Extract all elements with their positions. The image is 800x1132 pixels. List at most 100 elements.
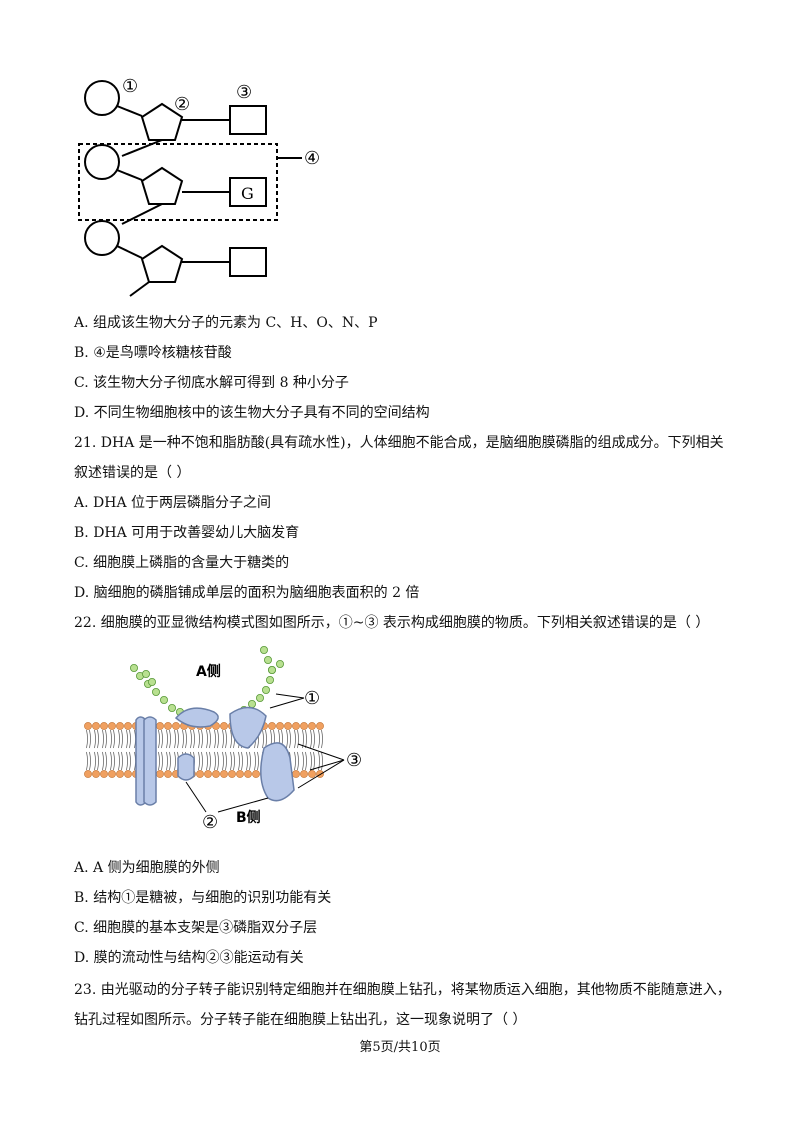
- fatty-acid-tail: [113, 729, 115, 749]
- membrane-label-3: ③: [346, 750, 362, 771]
- fatty-acid-tail: [177, 729, 179, 749]
- fatty-acid-tail: [97, 751, 99, 771]
- fatty-acid-tail: [305, 751, 307, 771]
- fatty-acid-tail: [249, 751, 251, 771]
- phospholipid-head: [276, 722, 284, 730]
- sugar-unit: [168, 704, 177, 713]
- fatty-acid-tail: [305, 729, 307, 749]
- fatty-acid-tail: [222, 729, 224, 749]
- phospholipid-head: [84, 722, 92, 730]
- sugar-unit: [275, 659, 284, 668]
- fatty-acid-tail: [110, 751, 112, 771]
- fatty-acid-tail: [225, 751, 227, 771]
- fatty-acid-tail: [233, 751, 235, 771]
- page-footer: 第5页/共10页: [359, 1040, 441, 1055]
- label-3: ③: [236, 82, 252, 103]
- fatty-acid-tail: [265, 729, 267, 749]
- fatty-acid-tail: [297, 729, 299, 749]
- fatty-acid-tail: [129, 751, 131, 771]
- fatty-acid-tail: [161, 729, 163, 749]
- membrane-proteins: [135, 706, 295, 806]
- fatty-acid-tail: [158, 751, 160, 771]
- fatty-acid-tail: [121, 751, 123, 771]
- fatty-acid-tail: [209, 729, 211, 749]
- sugar-unit: [261, 686, 270, 695]
- fatty-acid-tail: [310, 729, 312, 749]
- fatty-acid-tail: [321, 751, 323, 771]
- q22-option-a: A. A 侧为细胞膜的外侧: [74, 860, 220, 876]
- fatty-acid-tail: [297, 751, 299, 771]
- membrane-label-1: ①: [304, 688, 320, 709]
- phospholipid-head: [284, 722, 292, 730]
- fatty-acid-tail: [169, 751, 171, 771]
- phospholipid-head: [108, 722, 116, 730]
- q21-stem-line2: 叙述错误的是（ ）: [74, 465, 191, 481]
- fatty-acid-tail: [222, 751, 224, 771]
- phospholipid-head: [308, 722, 316, 730]
- phospholipid-head: [100, 722, 108, 730]
- fatty-acid-tail: [174, 751, 176, 771]
- fatty-acid-tail: [262, 729, 264, 749]
- cell-membrane-figure: A侧 B侧 ① ② ③: [84, 646, 362, 833]
- fatty-acid-tail: [113, 751, 115, 771]
- phospholipid-head: [124, 722, 132, 730]
- sugar-unit: [130, 663, 139, 672]
- fatty-acid-tail: [241, 751, 243, 771]
- q21-option-a: A. DHA 位于两层磷脂分子之间: [74, 495, 272, 511]
- phospholipid-head: [292, 770, 300, 778]
- phospholipid-head: [156, 770, 164, 778]
- q21-option-b: B. DHA 可用于改善婴幼儿大脑发育: [74, 525, 300, 541]
- fatty-acid-tail: [230, 729, 232, 749]
- fatty-acid-tail: [97, 729, 99, 749]
- fatty-acid-tail: [201, 751, 203, 771]
- phospholipid-head: [268, 722, 276, 730]
- fatty-acid-tail: [238, 751, 240, 771]
- phospholipid-head: [164, 770, 172, 778]
- fatty-acid-tail: [118, 751, 120, 771]
- phospholipid-head: [172, 722, 180, 730]
- base-g-label: G: [241, 184, 254, 203]
- phospholipid-head: [92, 722, 100, 730]
- q20-option-c: C. 该生物大分子彻底水解可得到 8 种小分子: [74, 375, 349, 391]
- phospholipid-head: [124, 770, 132, 778]
- phospholipid-head: [212, 770, 220, 778]
- fatty-acid-tail: [126, 751, 128, 771]
- phospholipid-head: [220, 770, 228, 778]
- fatty-acid-tail: [313, 751, 315, 771]
- fatty-acid-tail: [289, 729, 291, 749]
- side-a-label: A侧: [196, 663, 221, 680]
- fatty-acid-tail: [102, 729, 104, 749]
- q20-option-a: A. 组成该生物大分子的元素为 C、H、O、N、P: [74, 315, 378, 331]
- fatty-acid-tail: [86, 751, 88, 771]
- sugar-unit: [263, 655, 272, 664]
- phospholipid-head: [244, 770, 252, 778]
- q21-option-d: D. 脑细胞的磷脂铺成单层的面积为脑细胞表面积的 2 倍: [74, 585, 420, 601]
- phospholipid-head: [84, 770, 92, 778]
- fatty-acid-tail: [89, 729, 91, 749]
- side-b-label: B侧: [236, 809, 261, 826]
- fatty-acid-tail: [121, 729, 123, 749]
- fatty-acid-tail: [217, 729, 219, 749]
- fatty-acid-tail: [105, 729, 107, 749]
- phospholipid-head: [252, 770, 260, 778]
- fatty-acid-tail: [193, 729, 195, 749]
- fatty-acid-tail: [294, 729, 296, 749]
- fatty-acid-tail: [198, 729, 200, 749]
- fatty-acid-tail: [185, 729, 187, 749]
- sugar-unit: [265, 676, 274, 685]
- fatty-acid-tail: [294, 751, 296, 771]
- fatty-acid-tail: [313, 729, 315, 749]
- fatty-acid-tail: [302, 729, 304, 749]
- fatty-acid-tail: [86, 729, 88, 749]
- phospholipid-head: [92, 770, 100, 778]
- fatty-acid-tail: [209, 751, 211, 771]
- q22-option-c: C. 细胞膜的基本支架是③磷脂双分子层: [74, 920, 318, 936]
- fatty-acid-tail: [246, 751, 248, 771]
- fatty-acid-tail: [257, 751, 259, 771]
- sugar-unit: [247, 700, 256, 709]
- fatty-acid-tail: [102, 751, 104, 771]
- sugar-unit: [255, 694, 264, 703]
- fatty-acid-tail: [166, 729, 168, 749]
- fatty-acid-tail: [190, 729, 192, 749]
- phospholipid-head: [164, 722, 172, 730]
